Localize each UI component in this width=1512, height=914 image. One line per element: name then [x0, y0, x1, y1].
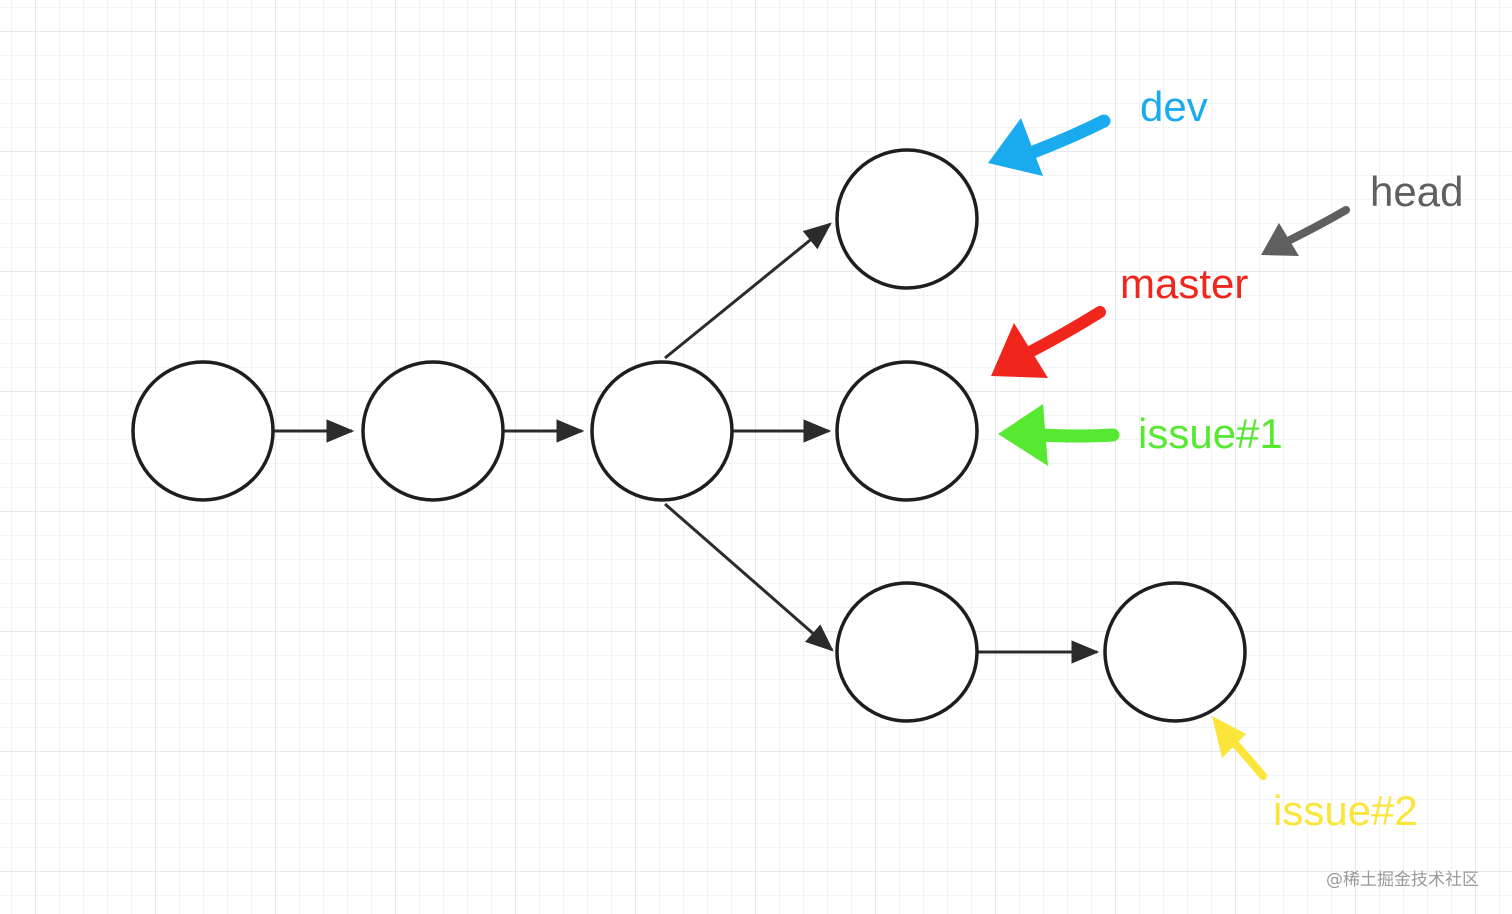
issue1-arrow-head	[998, 404, 1048, 466]
master-arrow-shaft	[1024, 306, 1106, 358]
issue2-arrow-head	[1212, 716, 1246, 758]
dev-pointer-arrow	[988, 114, 1111, 176]
label-dev: dev	[1140, 83, 1208, 130]
label-head: head	[1370, 168, 1463, 215]
label-issue2: issue#2	[1273, 787, 1418, 834]
head-arrow-head	[1261, 223, 1299, 256]
head-arrow-shaft	[1286, 206, 1350, 244]
commit-node-3	[590, 360, 734, 502]
label-master: master	[1120, 260, 1248, 307]
dev-arrow-head	[988, 118, 1043, 176]
issue1-pointer-arrow	[998, 404, 1120, 466]
master-arrow-head	[991, 323, 1048, 378]
edge-c3-dev	[664, 222, 832, 360]
commit-node-issue2-b	[1103, 581, 1247, 723]
commit-node-master	[835, 360, 979, 502]
master-pointer-arrow	[991, 306, 1106, 378]
watermark-text: @稀土掘金技术社区	[1326, 870, 1479, 890]
dev-arrow-shaft	[1021, 114, 1111, 161]
edge-c3-issue2	[664, 502, 834, 652]
issue1-arrow-shaft	[1033, 428, 1120, 443]
issue2-pointer-arrow	[1212, 716, 1267, 780]
commit-node-2	[361, 360, 505, 502]
commit-node-1	[131, 360, 275, 502]
commit-node-issue2-a	[835, 581, 979, 723]
commit-node-dev	[835, 148, 979, 290]
head-pointer-arrow	[1261, 206, 1350, 256]
label-issue1: issue#1	[1138, 410, 1283, 457]
